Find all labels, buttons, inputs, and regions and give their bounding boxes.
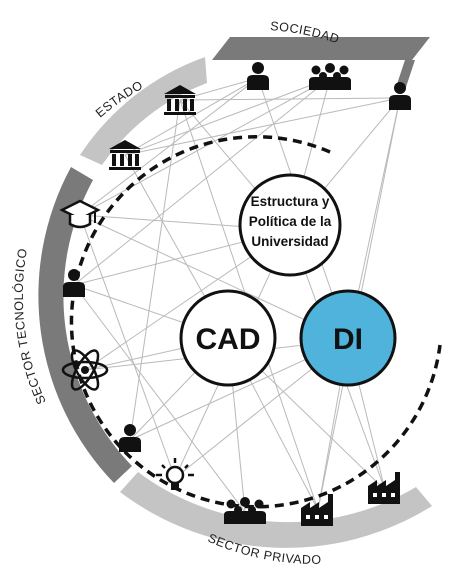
person-icon	[63, 269, 85, 297]
factory-icon	[368, 472, 400, 504]
person-icon	[119, 424, 141, 452]
arc-privado	[120, 472, 432, 548]
arc-sociedad	[212, 37, 430, 60]
cad-label: CAD	[196, 323, 261, 356]
institution-icon	[109, 140, 141, 170]
group-icon	[309, 63, 351, 90]
institution-icon	[164, 85, 196, 115]
node-universidad: Estructura y Política de la Universidad	[238, 173, 342, 277]
person-icon	[389, 82, 411, 110]
sector-arcs	[38, 37, 432, 548]
group-icon	[224, 497, 266, 524]
universidad-line-3: Universidad	[251, 234, 328, 249]
node-cad: CAD	[179, 289, 277, 387]
arc-estado	[80, 57, 207, 165]
di-label: DI	[333, 323, 363, 356]
person-icon	[247, 62, 269, 90]
arc-tecnologico	[38, 167, 132, 483]
factory-icon	[301, 494, 333, 526]
lightbulb-icon	[156, 458, 194, 490]
universidad-line-2: Política de la	[249, 214, 332, 229]
node-di: DI	[299, 289, 397, 387]
universidad-line-1: Estructura y	[251, 194, 330, 209]
atom-icon	[61, 349, 109, 391]
graduation-cap-icon	[59, 199, 101, 229]
